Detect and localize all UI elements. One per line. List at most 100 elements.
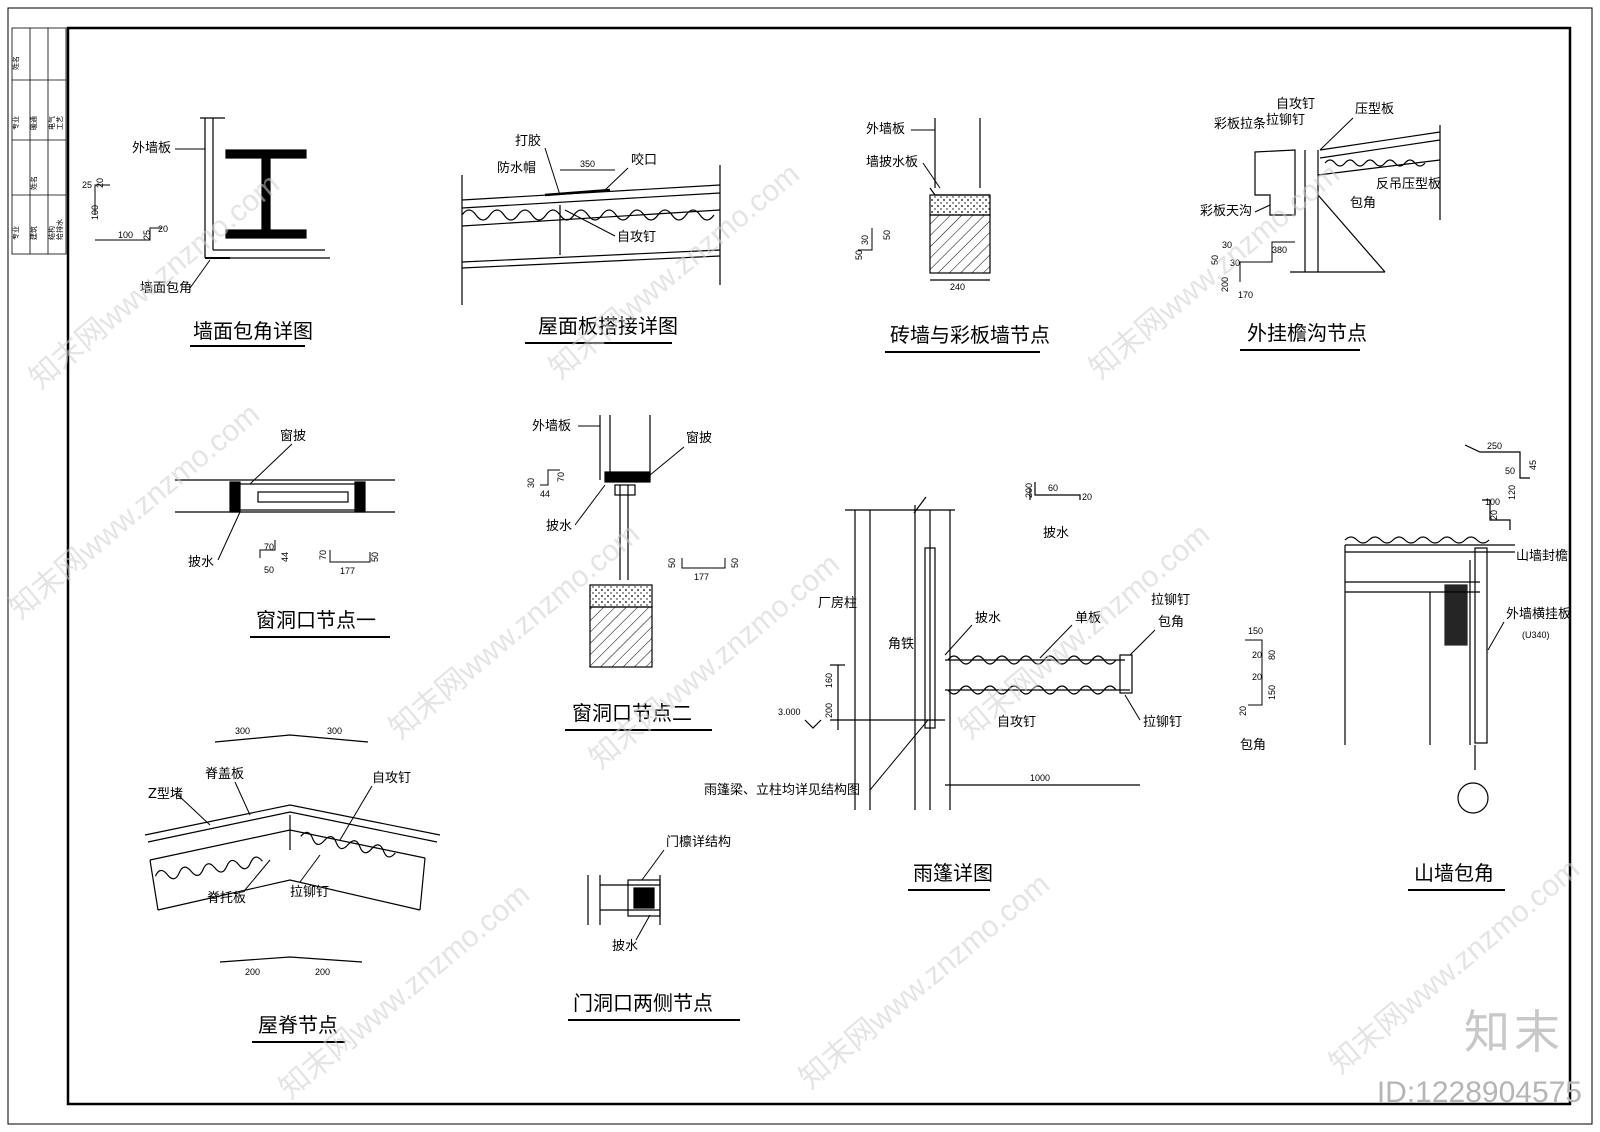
dim: 30 <box>860 235 870 245</box>
dim: 50 <box>370 552 380 562</box>
title-roof-lap: 屋面板搭接详图 <box>538 314 678 338</box>
title-block <box>11 27 67 255</box>
tb-text: 电气 <box>47 116 56 130</box>
detail-gable-corner <box>1344 444 1530 814</box>
title-window-1: 窗洞口节点一 <box>256 608 376 632</box>
label-corner: 墙面包角 <box>140 281 192 296</box>
dim: 30 <box>526 478 536 488</box>
detail-brick-wall <box>929 118 991 281</box>
label-drip: 披水 <box>546 519 572 534</box>
title-eave-gutter: 外挂檐沟节点 <box>1247 321 1367 345</box>
label-corner2: 包角 <box>1240 738 1266 753</box>
dim: 60 <box>1048 483 1058 493</box>
dim: 177 <box>694 572 709 582</box>
label-ridge-cap: 脊盖板 <box>205 767 244 782</box>
tb-text: 专业 <box>11 116 20 130</box>
label-outer-wall: 外墙板 <box>532 419 571 434</box>
label-cap: 防水帽 <box>497 160 536 176</box>
label-bite: 咬口 <box>631 152 657 168</box>
title-door-side: 门洞口两侧节点 <box>573 991 713 1015</box>
dim: 20 <box>1082 492 1092 502</box>
label-angle-iron: 角铁 <box>888 637 914 652</box>
dim: 20 <box>95 178 105 188</box>
detail-eave-gutter <box>1254 125 1441 273</box>
dim: 30 <box>1222 240 1232 250</box>
dim: 120 <box>1507 485 1517 500</box>
dim: 100 <box>1485 497 1500 507</box>
dim: 44 <box>540 489 550 499</box>
dim: 20 <box>1252 650 1262 660</box>
label-drip2: 披水 <box>975 611 1001 626</box>
label-board: 单板 <box>1075 611 1101 626</box>
watermark-text: 知末网www.znzmo.com <box>793 868 1056 1096</box>
label-corner: 包角 <box>1350 196 1376 211</box>
detail-door-side <box>587 875 661 925</box>
dim: 100 <box>90 205 100 220</box>
dim: 70 <box>556 472 566 482</box>
label-gutter: 彩板天沟 <box>1200 204 1252 219</box>
detail-wall-corner <box>200 117 330 259</box>
dim: 50 <box>264 565 274 575</box>
label-rivet: 拉铆钉 <box>1151 593 1190 608</box>
label-drip: 披水 <box>188 555 214 570</box>
label-note: 雨篷梁、立柱均详见结构图 <box>704 783 860 798</box>
dim: 44 <box>280 552 290 562</box>
dim: 250 <box>1487 441 1502 451</box>
dim: 20 <box>158 224 168 234</box>
outer-border <box>7 7 1593 1125</box>
label-drip: 披水 <box>612 939 638 954</box>
dim: 70 <box>264 542 274 552</box>
dim: 25 <box>142 230 152 240</box>
dim: 160 <box>824 673 834 688</box>
dim: 50 <box>1210 255 1220 265</box>
label-rivet: 拉铆钉 <box>290 885 329 900</box>
title-wall-corner: 墙面包角详图 <box>193 319 313 343</box>
watermark: 知末网www.znzmo.com 知末网www.znzmo.com 知末网www… <box>3 158 1586 1106</box>
title-ridge: 屋脊节点 <box>258 1013 338 1037</box>
label-drip: 披水 <box>1043 526 1069 541</box>
dim: 50 <box>667 558 677 568</box>
detail-roof-lap <box>461 165 721 305</box>
label-u340: (U340) <box>1522 630 1550 640</box>
inner-border <box>66 26 1572 1106</box>
watermark-brand: 知末 <box>1464 1005 1564 1059</box>
label-screw: 自攻钉 <box>997 715 1036 730</box>
dim: 300 <box>235 726 250 736</box>
dim: 25 <box>82 180 92 190</box>
watermark-id: ID:1228904575 <box>1376 1076 1582 1109</box>
tb-text: 暖通 <box>29 116 38 130</box>
detail-ridge <box>144 734 441 963</box>
dim: 3.000 <box>778 707 801 717</box>
tb-text: 建筑 <box>29 226 38 240</box>
dim: 177 <box>340 566 355 576</box>
tb-text: 专业 <box>11 226 20 240</box>
dim: 300 <box>327 726 342 736</box>
detail-window-2 <box>589 415 653 668</box>
tb-text: 结构 <box>47 226 56 240</box>
watermark-text: 知末网www.znzmo.com <box>273 878 536 1106</box>
dim: 20 <box>1252 672 1262 682</box>
label-outer-wall: 外墙板 <box>866 122 905 137</box>
dim: 350 <box>580 159 595 169</box>
dim: 30 <box>1230 258 1240 268</box>
label-pressed-plate: 压型板 <box>1355 102 1394 117</box>
label-ridge-support: 脊托板 <box>207 891 246 906</box>
label-pull-bar: 彩板拉条 <box>1214 116 1266 132</box>
watermark-text: 知末网www.znzmo.com <box>23 168 286 396</box>
detail-window-1 <box>175 479 395 513</box>
dim: 70 <box>318 550 328 560</box>
title-gable-corner: 山墙包角 <box>1414 861 1494 885</box>
dim: 1000 <box>1030 773 1050 783</box>
label-column: 厂房柱 <box>818 595 857 611</box>
label-rivet: 拉铆钉 <box>1266 113 1305 128</box>
label-corner: 包角 <box>1158 615 1184 630</box>
watermark-text: 知末网www.znzmo.com <box>953 518 1216 746</box>
dim: 150 <box>1267 685 1277 700</box>
dim: 380 <box>1272 245 1287 255</box>
dim: 80 <box>1267 650 1277 660</box>
dim: 200 <box>1024 483 1034 498</box>
title-brick-wall: 砖墙与彩板墙节点 <box>890 323 1050 347</box>
label-reverse-plate: 反吊压型板 <box>1376 177 1441 192</box>
label-window-sill: 窗披 <box>280 428 306 444</box>
dim: 45 <box>1528 460 1538 470</box>
